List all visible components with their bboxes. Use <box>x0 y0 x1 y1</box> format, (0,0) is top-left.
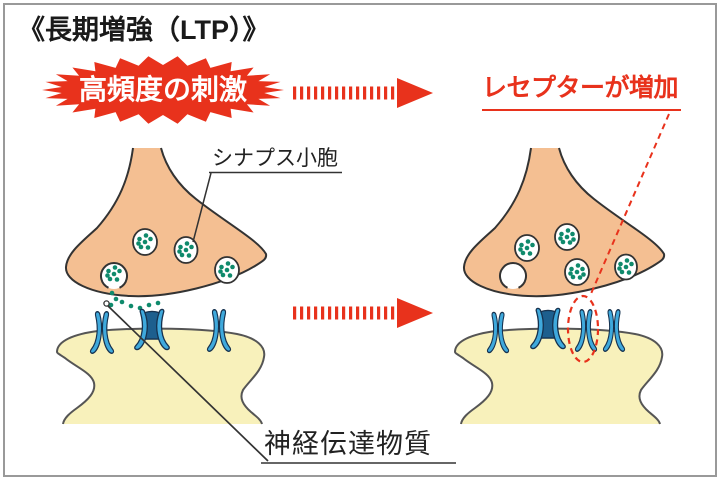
arrow-top <box>293 78 433 108</box>
receptor-increase-label: レセプターが増加 <box>482 74 679 102</box>
leader-start-dot <box>103 300 110 307</box>
receptor-dashed-leader <box>589 113 670 297</box>
fusing-vesicle-right <box>499 262 527 289</box>
synaptic-vesicle-label: シナプス小胞 <box>212 147 338 170</box>
page-title: 《長期増強（LTP）》 <box>18 15 270 45</box>
arrowhead <box>397 78 433 108</box>
stimulus-badge-label: 高頻度の刺激 <box>78 74 247 105</box>
starburst-badge <box>42 56 284 124</box>
arrowhead <box>397 298 433 328</box>
stimulus-badge: 高頻度の刺激 <box>42 57 284 123</box>
receptor-highlight-ellipse <box>566 294 600 364</box>
arrow-middle <box>293 298 433 328</box>
diagram-frame <box>3 3 717 477</box>
neurotransmitter-leader-line <box>106 304 269 462</box>
neurotransmitter-label: 神経伝達物質 <box>264 429 432 459</box>
vesicle-leader-line <box>192 172 212 243</box>
neurotransmitter-dots <box>105 228 634 311</box>
